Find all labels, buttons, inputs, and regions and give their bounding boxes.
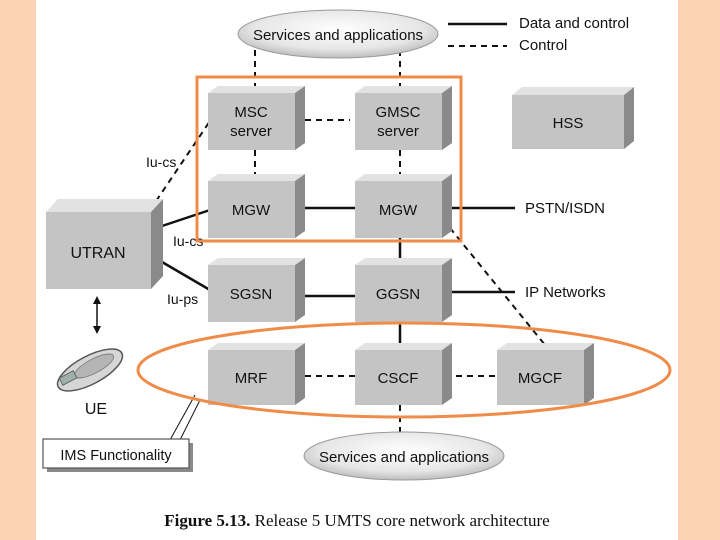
box-side xyxy=(295,86,305,150)
box-top xyxy=(355,174,452,181)
node-mgw-1: MGW xyxy=(208,174,305,238)
box-top xyxy=(208,343,305,350)
mgw2-label: MGW xyxy=(379,202,418,219)
legend-solid-label: Data and control xyxy=(519,15,629,32)
box-side xyxy=(584,343,594,405)
box-front xyxy=(208,265,295,322)
box-side xyxy=(295,258,305,322)
box-top xyxy=(208,86,305,93)
box-side xyxy=(442,343,452,405)
mrf-label: MRF xyxy=(235,370,268,387)
caption-text: Release 5 UMTS core network architecture xyxy=(255,511,550,530)
box-side xyxy=(442,174,452,238)
node-mrf: MRF xyxy=(208,343,305,405)
box-front xyxy=(208,181,295,238)
box-top xyxy=(46,199,163,212)
highlight-rectangle xyxy=(195,75,463,243)
box-top xyxy=(355,343,452,350)
box-front xyxy=(208,93,295,150)
node-mgcf: MGCF xyxy=(497,343,594,405)
sgsn-label: SGSN xyxy=(230,286,273,303)
hss-label: HSS xyxy=(553,115,584,132)
box-front xyxy=(46,212,151,289)
link-utran-sgsn xyxy=(161,260,211,292)
ims-functionality-box: IMS Functionality xyxy=(42,438,193,472)
box-side xyxy=(295,343,305,405)
node-mgw-2: MGW xyxy=(355,174,452,238)
box-side xyxy=(442,86,452,150)
box-front xyxy=(355,265,442,322)
legend: Data and control Control xyxy=(448,15,629,54)
box-front xyxy=(512,95,624,149)
cloud-bottom-label: Services and applications xyxy=(319,449,489,466)
mgw1-label: MGW xyxy=(232,202,271,219)
box-side xyxy=(442,258,452,322)
ue-label: UE xyxy=(85,401,107,418)
arrowhead-down xyxy=(93,326,101,334)
ggsn-label: GGSN xyxy=(376,286,420,303)
box-top xyxy=(512,87,634,95)
ims-label: IMS Functionality xyxy=(60,448,172,464)
box-side xyxy=(151,199,163,289)
box-front xyxy=(355,181,442,238)
link-utran-mgw xyxy=(161,208,211,228)
node-hss: HSS xyxy=(512,87,634,149)
box-top xyxy=(208,258,305,265)
cscf-label: CSCF xyxy=(378,370,419,387)
msc-label-2: server xyxy=(230,123,272,140)
box-top xyxy=(497,343,594,350)
box-side xyxy=(295,174,305,238)
box-front xyxy=(497,350,584,405)
box-side xyxy=(624,87,634,149)
node-utran: UTRAN xyxy=(46,199,163,289)
pstn-label: PSTN/ISDN xyxy=(525,200,605,217)
box-front xyxy=(208,350,295,405)
iu-ps-label: Iu-ps xyxy=(167,291,198,307)
box-top xyxy=(355,258,452,265)
arrowhead-up xyxy=(93,296,101,304)
figure-caption: Figure 5.13. Release 5 UMTS core network… xyxy=(164,511,549,530)
gmsc-label-1: GMSC xyxy=(376,104,421,121)
box-top xyxy=(208,174,305,181)
ue-phone-icon xyxy=(56,348,124,392)
legend-dashed-label: Control xyxy=(519,37,567,54)
ip-networks-label: IP Networks xyxy=(525,284,606,301)
utran-label: UTRAN xyxy=(70,245,125,262)
box-front xyxy=(355,350,442,405)
node-ggsn: GGSN xyxy=(355,258,452,322)
caption-prefix: Figure 5.13. xyxy=(164,511,250,530)
cloud-top: Services and applications xyxy=(237,9,439,59)
gmsc-label-2: server xyxy=(377,123,419,140)
mgcf-label: MGCF xyxy=(518,370,562,387)
msc-label-1: MSC xyxy=(234,104,268,121)
ims-pointer-2 xyxy=(179,399,201,441)
ims-box-frame xyxy=(42,438,190,469)
cloud-bottom-shape xyxy=(303,431,505,481)
cloud-top-label: Services and applications xyxy=(253,27,423,44)
link-utran-msc xyxy=(149,117,213,211)
box-front xyxy=(355,93,442,150)
node-msc-server: MSC server xyxy=(208,86,305,150)
node-sgsn: SGSN xyxy=(208,258,305,322)
cloud-top-shape xyxy=(237,9,439,59)
node-gmsc-server: GMSC server xyxy=(355,86,452,150)
phone-screen xyxy=(58,370,78,386)
node-cscf: CSCF xyxy=(355,343,452,405)
ims-pointer-1 xyxy=(169,394,196,441)
box-top xyxy=(355,86,452,93)
iu-cs-top-label: Iu-cs xyxy=(146,154,176,170)
link-mgw-mgcf xyxy=(449,227,546,346)
cloud-bottom: Services and applications xyxy=(303,431,505,481)
highlight-ellipse xyxy=(136,321,672,419)
